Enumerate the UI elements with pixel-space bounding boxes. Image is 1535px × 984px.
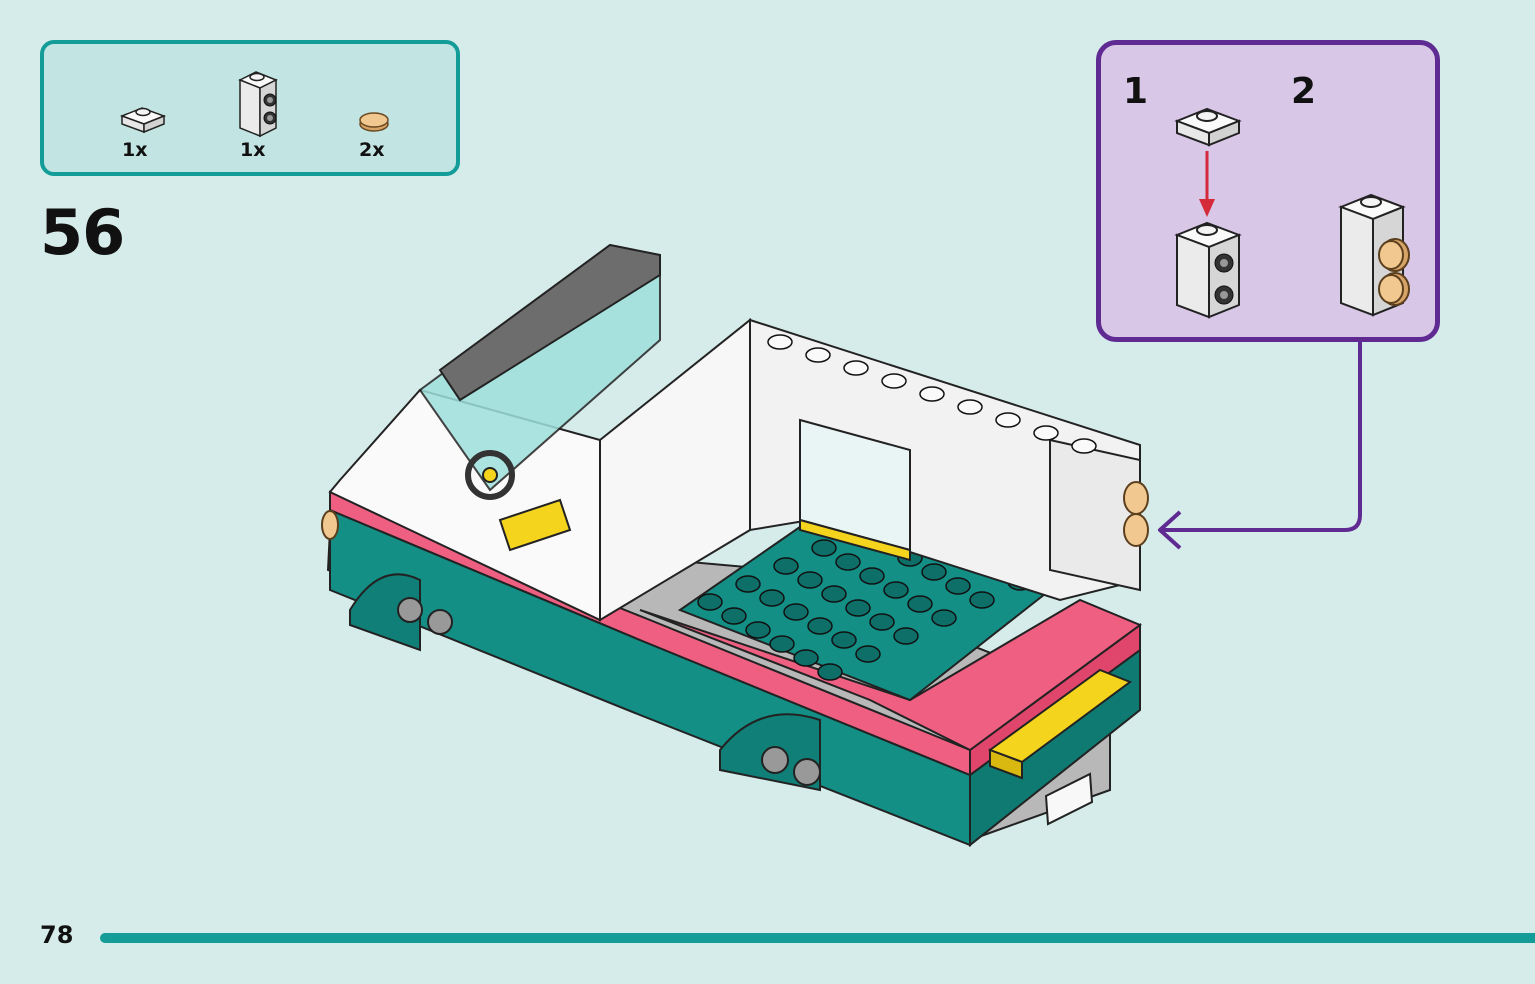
sub-step-number: 1	[1123, 71, 1149, 112]
floor-stud	[811, 539, 837, 557]
part-quantity: 1x	[240, 139, 266, 161]
page-footer-bar	[100, 933, 1535, 943]
floor-stud	[931, 609, 957, 627]
floor-stud	[945, 577, 971, 595]
floor-stud	[835, 553, 861, 571]
floor-stud	[817, 663, 843, 681]
step-number: 56	[40, 196, 125, 269]
wall-stud	[805, 347, 831, 363]
floor-stud	[859, 567, 885, 585]
parts-callout: 1x 1x 2x	[40, 40, 460, 176]
floor-stud	[831, 631, 857, 649]
wall-stud	[1033, 425, 1059, 441]
part-quantity: 2x	[359, 139, 385, 161]
floor-stud	[821, 585, 847, 603]
wall-stud	[957, 399, 983, 415]
sub-step-2-illustration	[1338, 193, 1410, 317]
van-model-illustration	[321, 243, 1149, 848]
wall-stud	[1071, 438, 1097, 454]
floor-stud	[735, 575, 761, 593]
wall-stud	[767, 334, 793, 350]
white-plate-1x1-icon	[1174, 107, 1242, 147]
wall-stud	[881, 373, 907, 389]
sub-step-number: 2	[1291, 71, 1317, 112]
page-number: 78	[40, 921, 74, 949]
floor-stud	[893, 627, 919, 645]
floor-stud	[855, 645, 881, 663]
wall-stud	[995, 412, 1021, 428]
floor-stud	[793, 649, 819, 667]
floor-stud	[783, 603, 809, 621]
red-arrow-icon	[1199, 151, 1215, 217]
floor-stud	[721, 607, 747, 625]
floor-stud	[773, 557, 799, 575]
floor-stud	[745, 621, 771, 639]
wall-stud	[843, 360, 869, 376]
tan-round-tile-icon	[359, 112, 389, 132]
floor-stud	[969, 591, 995, 609]
floor-stud	[883, 581, 909, 599]
sub-assembly-callout: 1 2	[1096, 40, 1440, 342]
floor-stud	[869, 613, 895, 631]
tan-round-tile-icon	[1378, 238, 1410, 306]
wall-studs	[767, 334, 1097, 454]
floor-stud	[907, 595, 933, 613]
white-brick-1x1-studs-icon	[238, 71, 278, 138]
floor-stud	[797, 571, 823, 589]
floor-stud	[807, 617, 833, 635]
sub-step-1-illustration	[1174, 107, 1242, 319]
white-plate-1x1-icon	[119, 107, 167, 134]
floor-stud	[769, 635, 795, 653]
floor-stud	[921, 563, 947, 581]
white-brick-1x1-studs-icon	[1174, 221, 1242, 319]
wall-stud	[919, 386, 945, 402]
floor-stud	[845, 599, 871, 617]
floor-stud	[697, 593, 723, 611]
part-quantity: 1x	[122, 139, 148, 161]
floor-stud	[759, 589, 785, 607]
